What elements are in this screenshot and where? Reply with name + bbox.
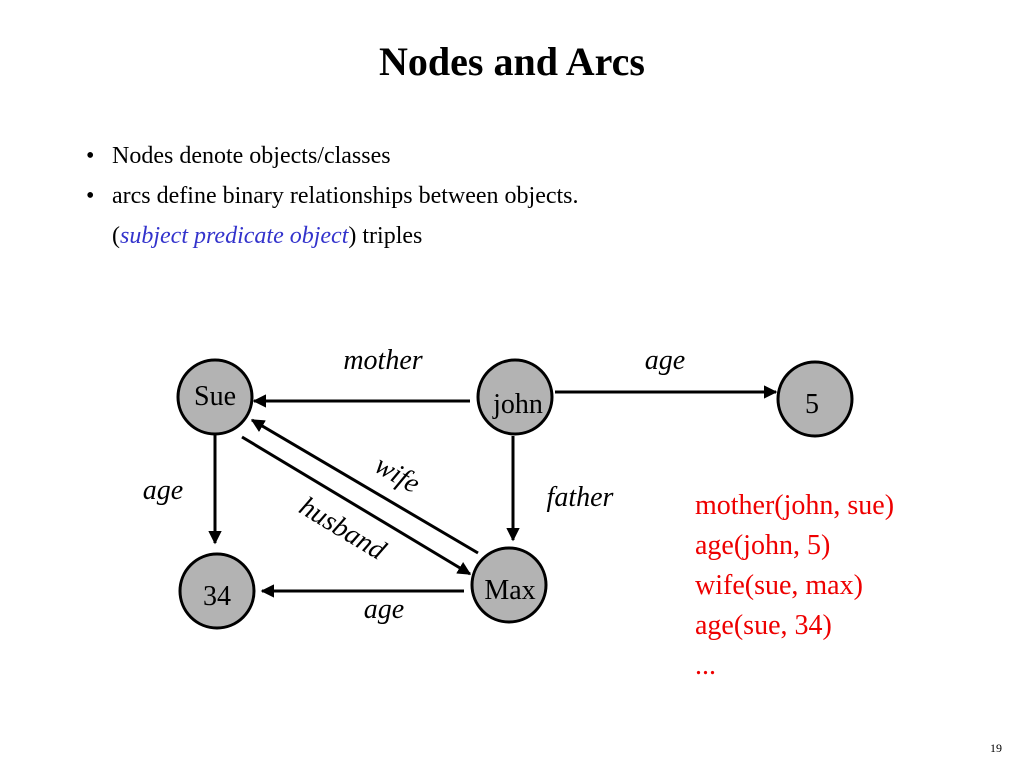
node-five: 5 (776, 360, 854, 438)
edge-label-wife: wife (369, 450, 425, 500)
node-thirtyfour-circle (178, 552, 256, 630)
node-john-circle (476, 358, 554, 436)
edge-label-age-john: age (645, 345, 685, 376)
triple-line: age(sue, 34) (695, 610, 832, 641)
node-thirtyfour: 34 (178, 552, 256, 630)
bullet-item: • arcs define binary relationships betwe… (86, 176, 966, 216)
edge-label-father: father (547, 482, 614, 513)
page-number: 19 (990, 741, 1002, 755)
triple-line: mother(john, sue) (695, 490, 895, 521)
edge-label-age-sue: age (143, 475, 183, 506)
edge-husband-arrow (241, 435, 472, 576)
triple-line: ... (695, 650, 716, 681)
triple-line: age(john, 5) (695, 530, 831, 561)
node-five-circle (776, 360, 854, 438)
node-thirtyfour-label: 34 (203, 581, 231, 612)
edge-label-mother: mother (343, 345, 422, 376)
node-sue: Sue (176, 358, 254, 436)
bullet-text: arcs define binary relationships between… (112, 183, 579, 209)
node-max-label: Max (484, 575, 535, 606)
node-max: Max (470, 546, 548, 624)
bullet-marker: • (86, 143, 95, 169)
bullet-text: Nodes denote objects/classes (112, 143, 391, 169)
edge-label-age-max: age (364, 594, 404, 625)
bullet-marker: • (86, 183, 95, 209)
edge-wife-arrow (250, 418, 479, 555)
triple-definition-line: (subject predicate object) triples (86, 216, 966, 256)
triple-emphasis: subject predicate object (120, 223, 349, 249)
slide-title: Nodes and Arcs (379, 39, 645, 84)
node-five-label: 5 (805, 389, 819, 420)
bullet-list: • Nodes denote objects/classes • arcs de… (86, 136, 966, 256)
node-john: john (476, 358, 554, 436)
paren-close-text: ) triples (348, 223, 423, 249)
triple-examples: mother(john, sue) age(john, 5) wife(sue,… (695, 486, 894, 686)
edge-label-husband: husband (294, 491, 392, 567)
bullet-item: • Nodes denote objects/classes (86, 136, 966, 176)
node-john-label: john (492, 389, 543, 420)
node-sue-circle (176, 358, 254, 436)
paren-open: ( (112, 223, 120, 249)
node-max-circle (470, 546, 548, 624)
node-sue-label: Sue (194, 381, 236, 412)
triple-line: wife(sue, max) (695, 570, 863, 601)
